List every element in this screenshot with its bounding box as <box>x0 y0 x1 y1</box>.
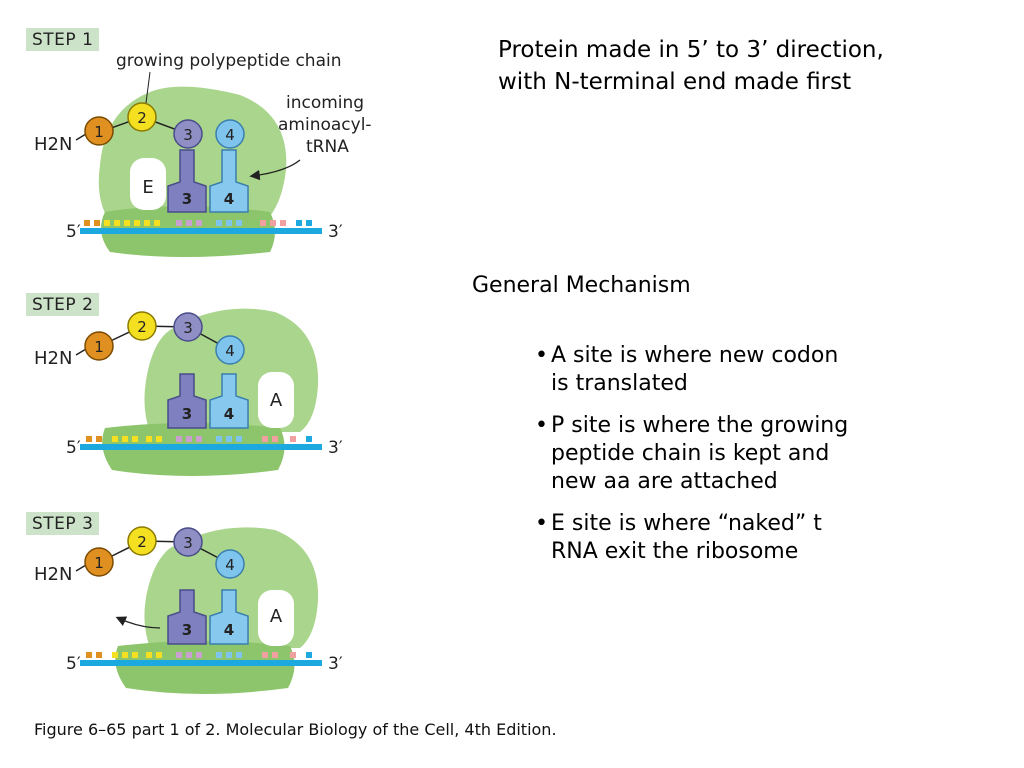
mrna-strand <box>80 444 322 450</box>
svg-text:1: 1 <box>94 554 104 572</box>
step-1-label: STEP 1 <box>26 28 100 51</box>
incoming-annotation-3: tRNA <box>306 137 349 157</box>
five-prime-label: 5′ <box>66 222 81 242</box>
amino-acid-3 <box>173 312 203 342</box>
amino-acid-2 <box>127 311 157 341</box>
svg-text:2: 2 <box>137 533 147 551</box>
three-prime-label: 3′ <box>328 438 343 458</box>
slide-heading-line-2: with N-terminal end made first <box>498 69 852 95</box>
svg-text:3: 3 <box>183 534 193 552</box>
trna-3 <box>167 373 207 429</box>
amino-acid-3 <box>173 527 203 557</box>
svg-text:2: 2 <box>137 318 147 336</box>
five-prime-label: 5′ <box>66 438 81 458</box>
svg-text:4: 4 <box>224 621 234 639</box>
step-1-panel: E 5′ 3′ 3 4 <box>34 51 372 257</box>
codon-ticks <box>84 220 312 226</box>
incoming-arrow <box>249 159 301 181</box>
amino-acid-4 <box>215 335 245 365</box>
step-2-label: STEP 2 <box>26 293 100 316</box>
amino-acid-1 <box>84 547 114 577</box>
h2n-label: H2N <box>34 348 72 369</box>
svg-text:3: 3 <box>182 190 192 208</box>
svg-text:3: 3 <box>183 126 193 144</box>
svg-text:3: 3 <box>182 405 192 423</box>
amino-acid-2 <box>127 102 157 132</box>
e-site <box>130 158 166 210</box>
amino-acid-1 <box>84 116 114 146</box>
incoming-annotation-1: incoming <box>286 93 364 113</box>
bullet-list: A site is where new codon is translated … <box>535 342 935 580</box>
trna-4 <box>209 149 249 213</box>
svg-text:4: 4 <box>225 342 235 360</box>
svg-text:2: 2 <box>137 109 147 127</box>
svg-text:4: 4 <box>225 126 235 144</box>
a-site <box>258 590 294 646</box>
bullet-a-site: A site is where new codon is translated <box>535 342 935 398</box>
trna-3 <box>167 149 207 213</box>
exit-arrow <box>115 616 161 629</box>
trna-4 <box>209 589 249 645</box>
step-3-label: STEP 3 <box>26 512 100 535</box>
a-site-label: A <box>270 606 283 627</box>
codon-ticks <box>86 652 312 658</box>
step-3-panel: A 5′ 3′ 3 4 H2N <box>34 526 343 694</box>
amino-acid-4 <box>215 119 245 149</box>
amino-acid-2 <box>127 526 157 556</box>
three-prime-label: 3′ <box>328 222 343 242</box>
e-site-label: E <box>142 177 153 198</box>
a-site-label: A <box>270 390 283 411</box>
svg-text:3: 3 <box>182 621 192 639</box>
svg-text:1: 1 <box>94 123 104 141</box>
amino-acid-4 <box>215 549 245 579</box>
a-site <box>258 372 294 428</box>
small-subunit <box>115 641 295 694</box>
slide-heading: Protein made in 5’ to 3’ direction, with… <box>498 34 884 98</box>
three-prime-label: 3′ <box>328 654 343 674</box>
svg-text:1: 1 <box>94 338 104 356</box>
figure-caption: Figure 6–65 part 1 of 2. Molecular Biolo… <box>34 720 557 739</box>
svg-text:3: 3 <box>183 319 193 337</box>
mrna-strand <box>80 660 322 666</box>
amino-acid-3 <box>173 119 203 149</box>
amino-acid-1 <box>84 331 114 361</box>
bullet-p-site: P site is where the growing peptide chai… <box>535 412 935 496</box>
svg-text:4: 4 <box>225 556 235 574</box>
mrna-strand <box>80 228 322 234</box>
h2n-label: H2N <box>34 564 72 585</box>
section-title: General Mechanism <box>472 273 691 298</box>
step-2-panel: A 5′ 3′ 3 4 H2N <box>34 308 343 476</box>
five-prime-label: 5′ <box>66 654 81 674</box>
slide-heading-line-1: Protein made in 5’ to 3’ direction, <box>498 37 884 63</box>
bullet-e-site: E site is where “naked” t RNA exit the r… <box>535 510 935 566</box>
incoming-annotation-2: aminoacyl- <box>278 115 372 135</box>
trna-3 <box>167 589 207 645</box>
growing-chain-annotation: growing polypeptide chain <box>116 51 342 71</box>
svg-text:4: 4 <box>224 190 234 208</box>
trna-4 <box>209 373 249 429</box>
h2n-label: H2N <box>34 134 72 155</box>
codon-ticks <box>86 436 312 442</box>
svg-text:4: 4 <box>224 405 234 423</box>
